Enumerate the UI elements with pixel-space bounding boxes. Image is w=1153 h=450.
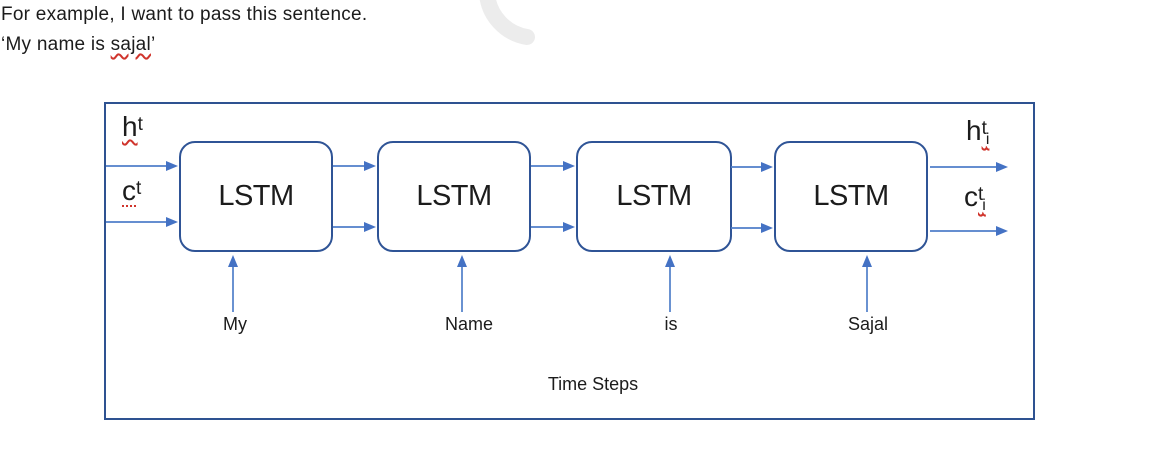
diagram-frame [104, 102, 1035, 420]
watermark-arc-path [479, 0, 535, 45]
state-label-h-t: ht [122, 113, 143, 141]
intro-text: For example, I want to pass this sentenc… [1, 0, 367, 60]
input-word-my: My [223, 314, 247, 334]
state-label-h-t-sup: t [137, 114, 143, 135]
watermark-arc [479, 0, 535, 45]
state-label-c-t-i-sup: t [978, 184, 984, 205]
state-label-h-t-i-base: h [966, 115, 982, 146]
intro-line-2-prefix: ‘My name is [1, 34, 111, 55]
lstm-cell-2-label: LSTM [416, 180, 492, 212]
state-label-h-t-i: hti [966, 115, 990, 148]
lstm-cell-1: LSTM [179, 141, 333, 252]
lstm-cell-3-label: LSTM [616, 180, 692, 212]
input-word-name: Name [444, 314, 494, 334]
intro-line-2-suffix: ’ [150, 34, 156, 55]
state-label-c-t-i: cti [964, 181, 986, 214]
lstm-cell-2: LSTM [377, 141, 531, 252]
lstm-cell-4-label: LSTM [813, 180, 889, 212]
intro-line-2: ‘My name is sajal’ [1, 30, 367, 60]
state-label-c-t-sup: t [136, 178, 142, 199]
intro-line-1: For example, I want to pass this sentenc… [1, 4, 368, 25]
time-steps-label: Time Steps [547, 374, 639, 394]
lstm-cell-4: LSTM [774, 141, 928, 252]
state-label-h-t-i-sup: t [981, 118, 987, 139]
misspelled-word: sajal [110, 34, 151, 55]
state-label-c-t-base: c [122, 175, 136, 206]
state-label-c-t-i-base: c [964, 181, 978, 212]
state-label-h-t-base: h [122, 111, 138, 142]
lstm-cell-3: LSTM [576, 141, 732, 252]
input-word-sajal: Sajal [847, 314, 889, 334]
state-label-c-t: ct [122, 177, 141, 205]
state-label-c-t-i-sub: i [982, 197, 986, 214]
state-label-h-t-i-sub: i [985, 131, 990, 148]
input-word-is: is [664, 314, 678, 334]
lstm-cell-1-label: LSTM [218, 180, 294, 212]
